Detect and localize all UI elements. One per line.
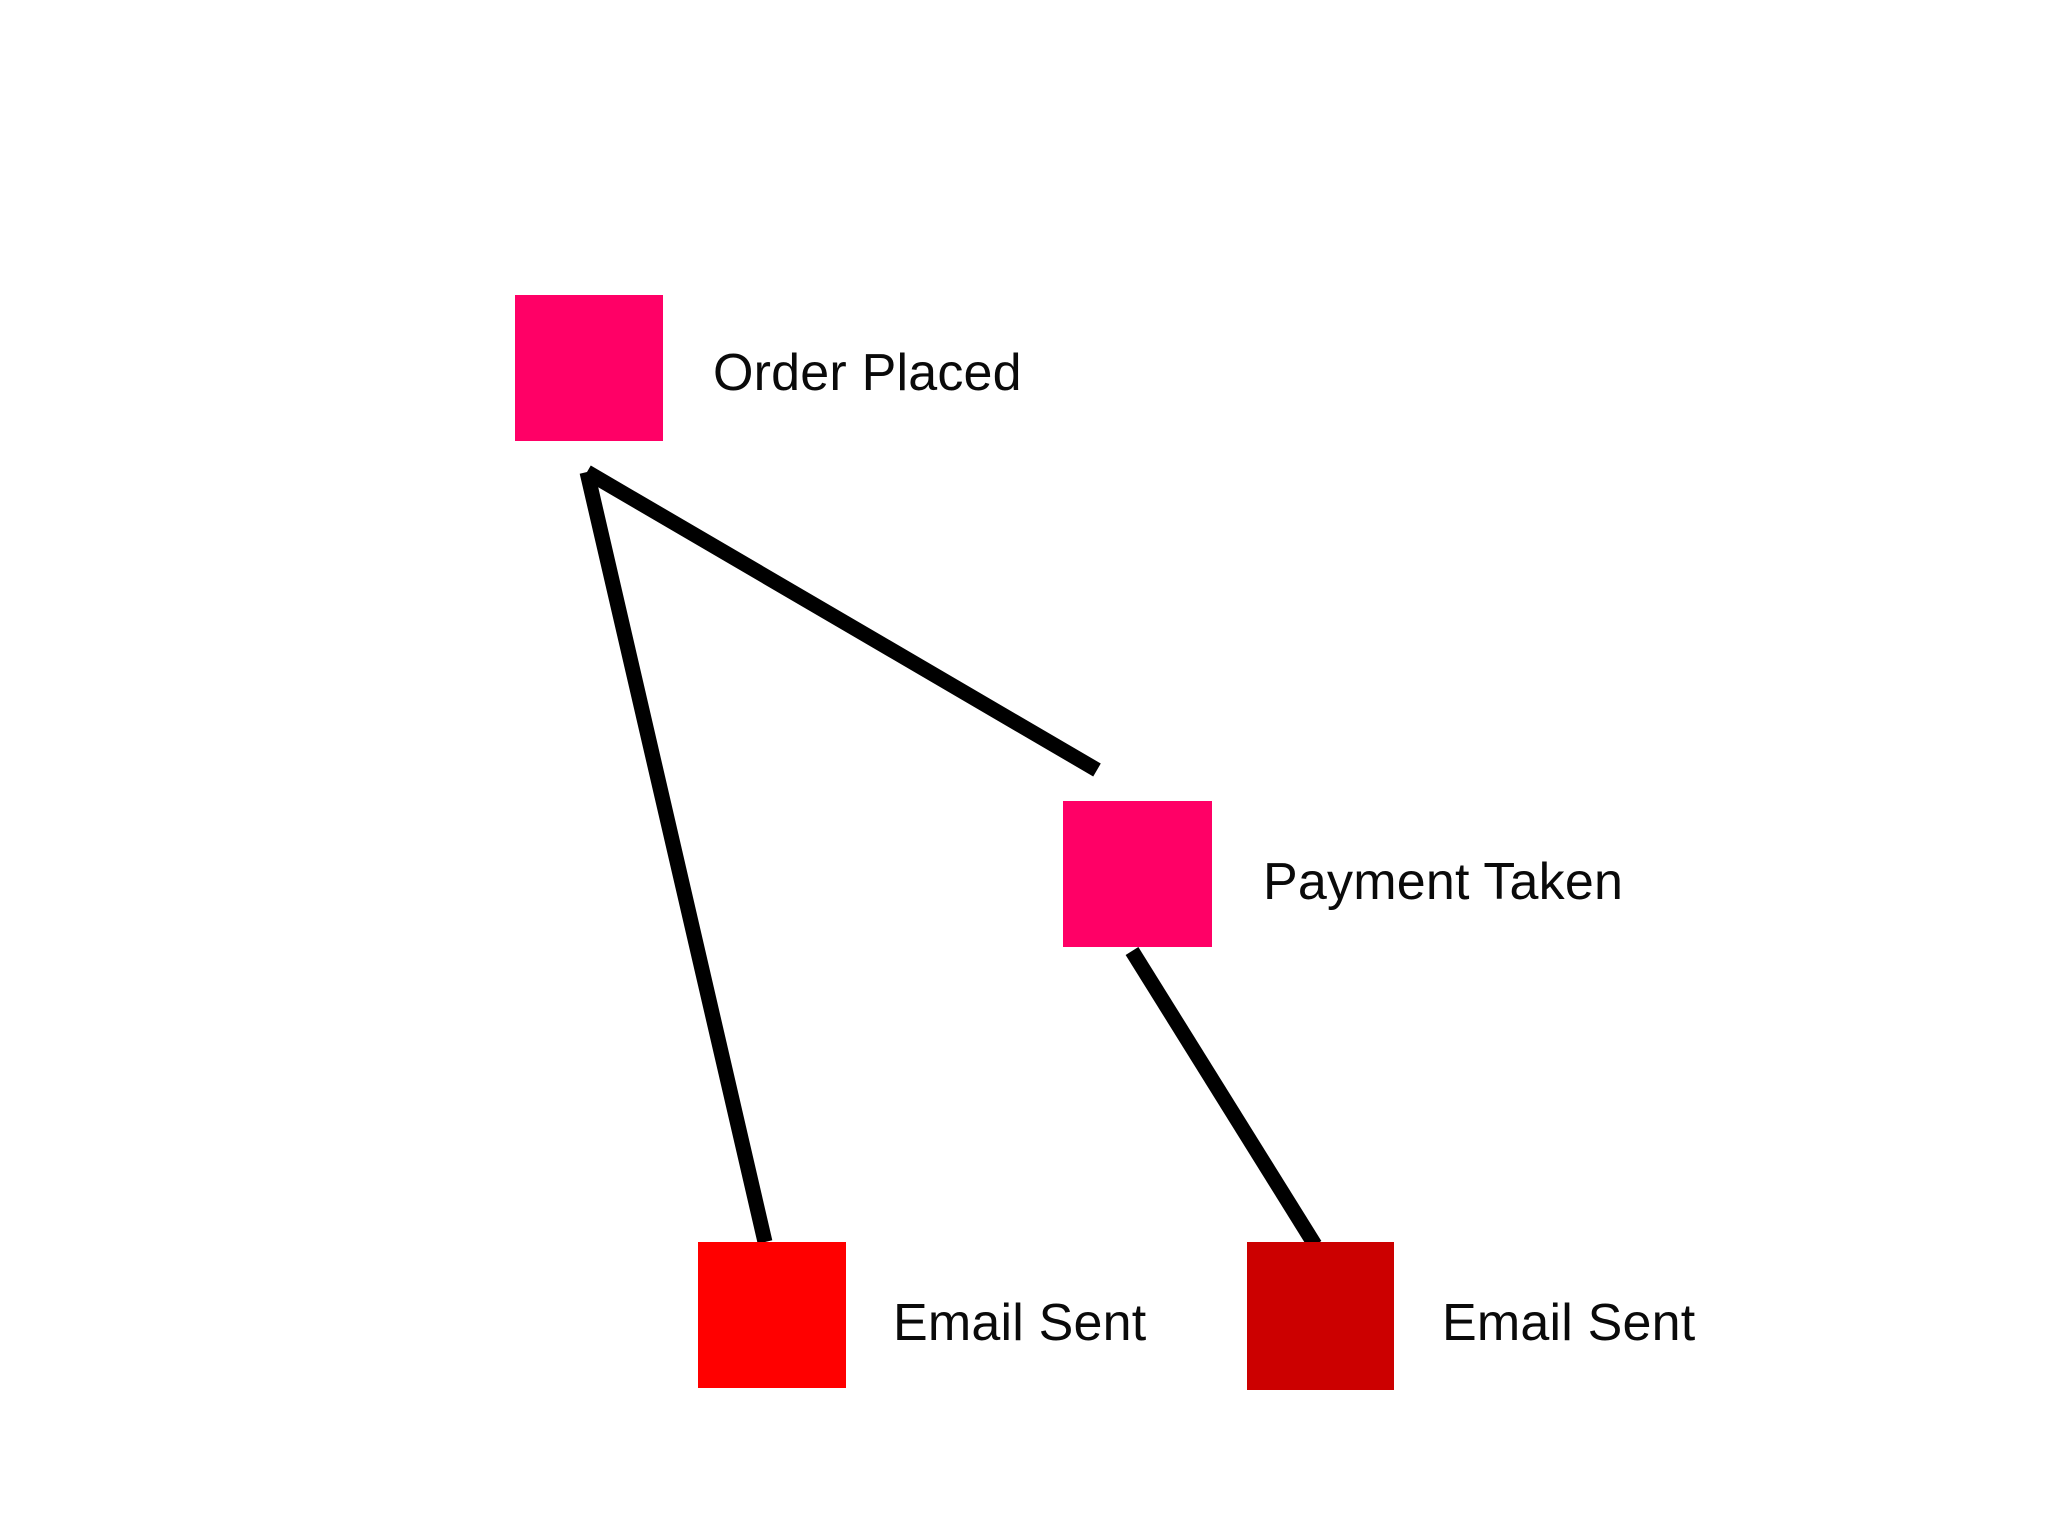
- edge-order-placed-to-payment-taken: [583, 465, 1101, 777]
- node-payment-taken-swatch[interactable]: [1063, 801, 1212, 947]
- node-order-placed-swatch[interactable]: [515, 295, 663, 441]
- node-email-sent-right-swatch[interactable]: [1247, 1242, 1394, 1390]
- node-email-sent-left-swatch[interactable]: [698, 1242, 846, 1388]
- node-email-sent-left-label: Email Sent: [893, 1294, 1147, 1352]
- node-payment-taken-label: Payment Taken: [1263, 853, 1624, 911]
- node-order-placed-label: Order Placed: [713, 344, 1022, 402]
- node-email-sent-right-label: Email Sent: [1442, 1294, 1696, 1352]
- edge-payment-taken-to-email-sent-right: [1125, 947, 1322, 1249]
- edge-order-placed-to-email-sent-left: [579, 470, 773, 1244]
